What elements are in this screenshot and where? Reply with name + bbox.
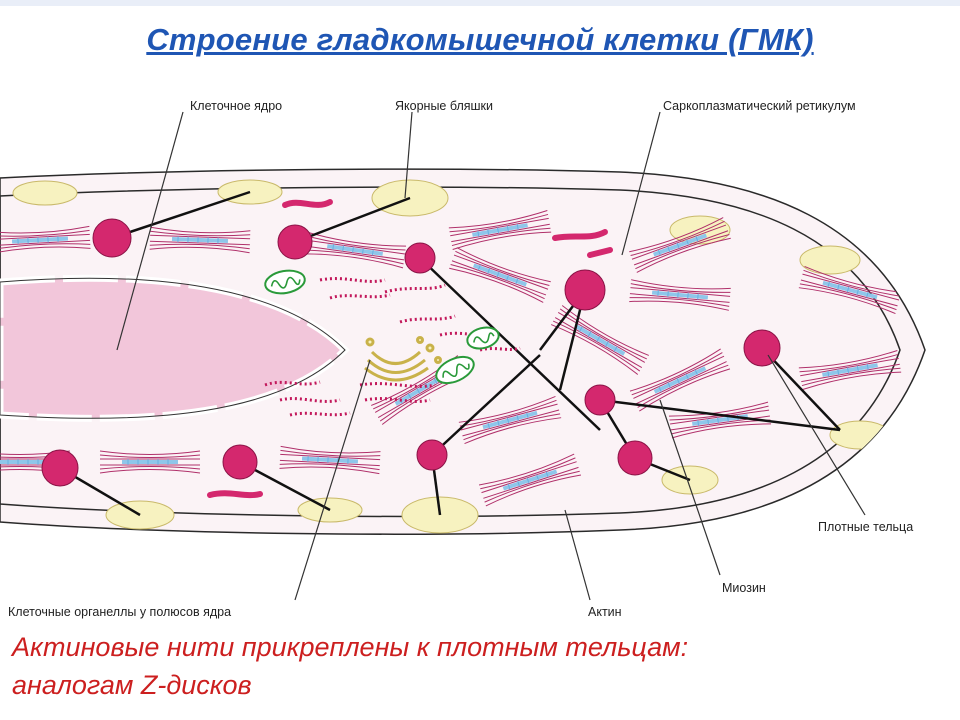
anchor-plaques bbox=[12, 179, 891, 534]
label-myosin: Миозин bbox=[722, 581, 766, 595]
caption: Актиновые нити прикреплены к плотным тел… bbox=[12, 628, 952, 704]
slide-title: Строение гладкомышечной клетки (ГМК) bbox=[146, 22, 814, 57]
top-accent-bar bbox=[0, 0, 960, 6]
label-anchor-plaques: Якорные бляшки bbox=[395, 99, 493, 113]
cell-nucleus bbox=[0, 274, 350, 422]
label-dense-bodies: Плотные тельца bbox=[818, 520, 913, 534]
dense-bodies bbox=[41, 218, 781, 487]
cell-body bbox=[0, 168, 926, 535]
caption-line-2: аналогам Z-дисков bbox=[12, 670, 252, 700]
golgi-apparatus bbox=[364, 336, 442, 382]
label-sarcoplasmic-reticulum: Саркоплазматический ретикулум bbox=[663, 99, 856, 113]
sarcoplasmic-reticulum bbox=[207, 199, 613, 499]
smooth-muscle-cell-diagram: Клеточное ядро Якорные бляшки Саркоплазм… bbox=[0, 99, 926, 619]
caption-line-1: Актиновые нити прикреплены к плотным тел… bbox=[12, 632, 689, 662]
label-organelles: Клеточные органеллы у полюсов ядра bbox=[8, 605, 231, 619]
mitochondria bbox=[264, 269, 500, 385]
label-nucleus: Клеточное ядро bbox=[190, 99, 282, 113]
label-leader-lines bbox=[116, 111, 866, 601]
label-actin: Актин bbox=[588, 605, 622, 619]
